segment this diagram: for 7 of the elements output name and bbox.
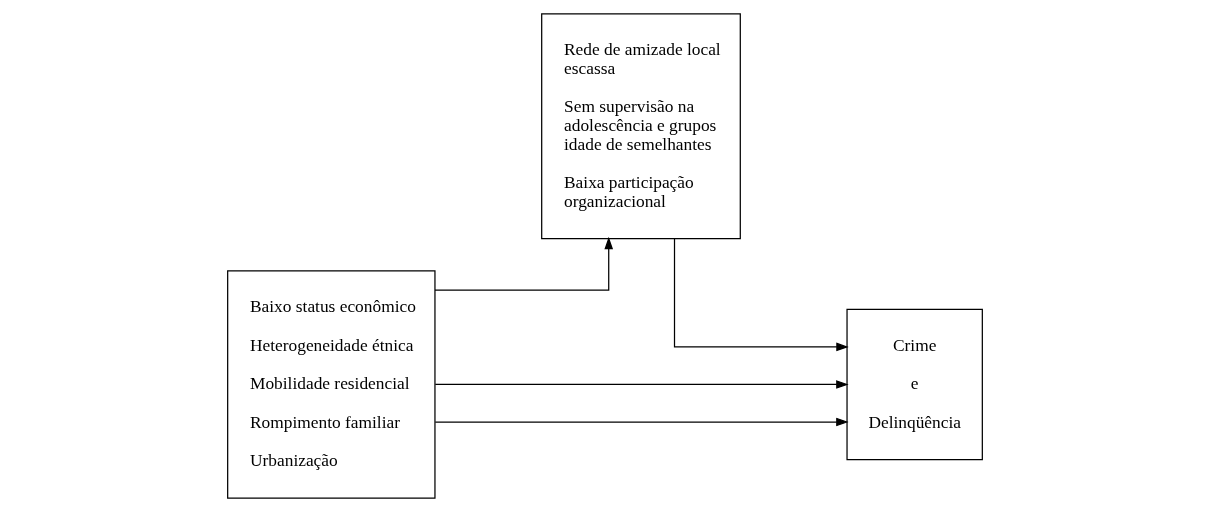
node-box: Crime e Delinqüência: [846, 308, 983, 460]
node-box: Baixo status econômico Heterogeneidade étnica Mobilidade residencial Rompimento familiar Urbanização: [227, 269, 436, 499]
arrow: [673, 237, 849, 351]
arrow: [434, 417, 849, 426]
arrow: [434, 236, 614, 291]
arrow: [434, 379, 849, 389]
node-box: Rede de amizade local escassa Sem supervisão na adolescência e grupos idade de semelhantes Baixa participação organizacional: [541, 12, 741, 239]
